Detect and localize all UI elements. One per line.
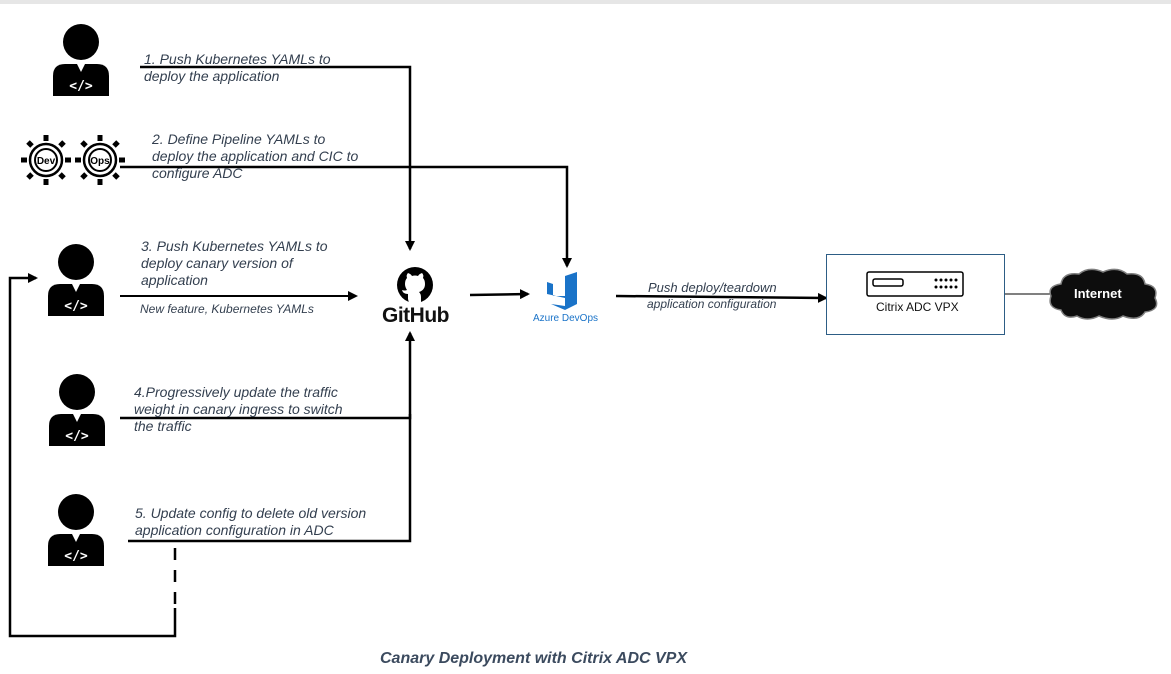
- step3-sub-label: New feature, Kubernetes YAMLs: [140, 302, 314, 316]
- svg-text:</>: </>: [65, 429, 89, 444]
- arrow-step2-to-azure: [120, 165, 572, 268]
- svg-text:</>: </>: [64, 299, 88, 314]
- arrow-step1-to-github: [140, 65, 415, 251]
- step4-label: 4.Progressively update the traffic weigh…: [134, 384, 343, 434]
- loop-return-arrow: [8, 273, 177, 638]
- step5-label: 5. Update config to delete old version a…: [135, 505, 367, 538]
- svg-text:</>: </>: [64, 549, 88, 564]
- step3-label: 3. Push Kubernetes YAMLs to deploy canar…: [141, 238, 328, 288]
- connectors: [8, 65, 1052, 638]
- svg-text:</>: </>: [69, 79, 93, 94]
- devops-gears-icon: Dev Ops: [21, 135, 125, 185]
- developer-icon: </>: [48, 244, 104, 316]
- line-step5-to-github: [128, 414, 412, 543]
- citrix-adc-label: Citrix ADC VPX: [876, 300, 959, 314]
- devops-dev-label: Dev: [37, 156, 56, 167]
- diagram-caption: Canary Deployment with Citrix ADC VPX: [380, 650, 688, 667]
- developer-icon: </>: [48, 494, 104, 566]
- azure-devops-icon: [547, 272, 577, 310]
- push-label: Push deploy/teardown: [648, 280, 777, 295]
- step2-label: 2. Define Pipeline YAMLs to deploy the a…: [152, 131, 359, 181]
- azure-devops-label: Azure DevOps: [533, 313, 599, 324]
- appliance-icon: [866, 271, 964, 297]
- arrow-github-to-azure: [469, 289, 530, 300]
- step1-label: 1. Push Kubernetes YAMLs to deploy the a…: [144, 51, 331, 84]
- push-label-line2: application configuration: [647, 297, 777, 311]
- cloud-icon: [1049, 268, 1158, 320]
- github-label: GitHub: [382, 304, 449, 327]
- developer-icon: </>: [53, 24, 109, 96]
- github-icon: [397, 267, 433, 303]
- devops-ops-label: Ops: [90, 156, 110, 167]
- internet-label: Internet: [1074, 286, 1122, 301]
- push-label-line1: Push deploy/teardown: [648, 280, 777, 295]
- arrow-azure-to-adc: [615, 292, 828, 303]
- developer-icon: </>: [49, 374, 105, 446]
